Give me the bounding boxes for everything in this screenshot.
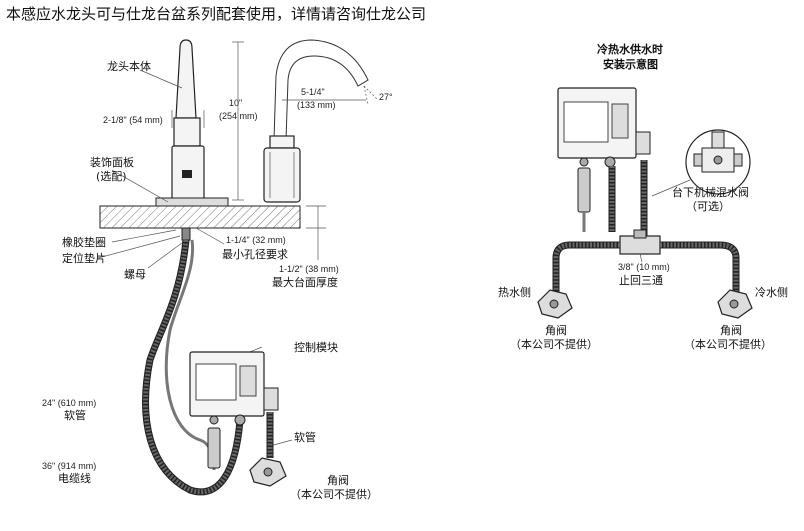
label-angle-valve-hot: 角阀 <box>545 323 567 337</box>
label-dim-reach-in: 5-1/4" <box>301 87 325 97</box>
label-check-tee: 止回三通 <box>619 274 663 287</box>
label-faucet-body: 龙头本体 <box>107 59 151 73</box>
label-angle-valve: 角阀 <box>327 473 349 487</box>
label-trim-optional: (选配) <box>96 170 127 183</box>
label-control-module: 控制模块 <box>294 340 338 354</box>
trim-plate <box>155 197 229 207</box>
label-not-supplied-hot: （本公司不提供） <box>510 337 598 351</box>
label-dim-deck: 1-1/2" (38 mm) <box>279 264 339 274</box>
angle-valve-cold <box>717 289 753 319</box>
label-dim-height-mm: (254 mm) <box>219 111 258 121</box>
label-dim-hole: 1-1/4" (32 mm) <box>226 235 286 245</box>
control-module-right <box>557 87 651 168</box>
label-hose-lower: 软管 <box>294 430 316 444</box>
supply-hose <box>142 239 244 496</box>
tee-hoses <box>552 241 740 292</box>
label-locating-pad: 定位垫片 <box>62 251 106 265</box>
label-hose-length: 24" (610 mm) <box>42 398 96 408</box>
label-trim-plate: 装饰面板 <box>90 155 134 169</box>
label-max-deck: 最大台面厚度 <box>272 275 338 289</box>
right-title-line1: 冷热水供水时 <box>597 42 663 56</box>
label-mixing-optional: （可选） <box>686 200 730 213</box>
label-dim-reach-mm: (133 mm) <box>297 100 336 110</box>
label-gasket: 橡胶垫圈 <box>62 235 106 249</box>
sensor-eye <box>182 170 192 178</box>
label-cable-length: 36" (914 mm) <box>42 461 96 471</box>
cable-connector <box>207 427 221 469</box>
label-angle: 27° <box>379 92 393 102</box>
label-dim-height-in: 10" <box>229 98 242 108</box>
label-min-hole: 最小孔径要求 <box>222 248 288 261</box>
label-mixing-valve: 台下机械混水阀 <box>672 185 749 199</box>
label-nut: 螺母 <box>124 268 146 281</box>
spout-side-drawing <box>263 39 379 203</box>
label-dim-width: 2-1/8" (54 mm) <box>103 115 163 125</box>
angle-valve-left <box>249 457 287 487</box>
label-angle-valve-cold: 角阀 <box>720 323 742 337</box>
label-tee-dim: 3/8" (10 mm) <box>618 262 670 272</box>
angle-valve-hot <box>537 289 573 319</box>
mixing-valve-detail <box>651 129 751 197</box>
control-module <box>189 351 279 426</box>
label-cold-side: 冷水侧 <box>755 286 788 299</box>
countertop <box>99 197 301 229</box>
label-hose: 软管 <box>64 408 86 422</box>
right-title-line2: 安装示意图 <box>603 57 658 71</box>
label-not-supplied: （本公司不提供） <box>290 487 378 501</box>
label-cable: 电缆线 <box>58 471 91 485</box>
check-tee <box>619 229 661 255</box>
faucet-body-drawing <box>171 39 205 201</box>
header-note: 本感应水龙头可与仕龙台盆系列配套使用，详情请咨询仕龙公司 <box>6 5 426 23</box>
label-not-supplied-cold: （本公司不提供） <box>684 337 772 351</box>
label-hot-side: 热水侧 <box>498 286 531 299</box>
